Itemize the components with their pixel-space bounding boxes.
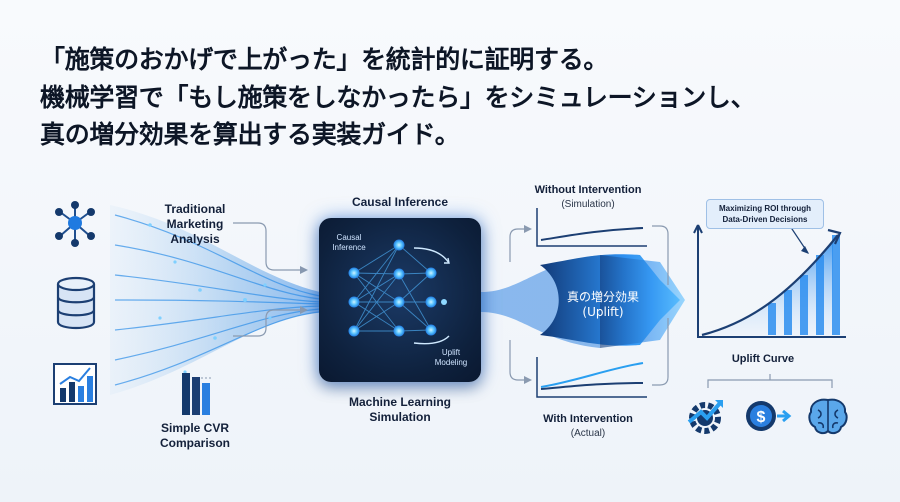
network-icon <box>55 201 95 247</box>
bracket-connector <box>707 374 833 388</box>
title-line-1: 「施策のおかげで上がった」を統計的に証明する。 <box>40 45 609 74</box>
bar-chart-icon <box>53 363 97 405</box>
causal-inference-heading: Causal Inference <box>351 195 449 209</box>
with-intervention-label: With Intervention <box>543 413 633 425</box>
simple-cvr-icon <box>182 373 212 415</box>
without-intervention-chart <box>536 208 647 247</box>
title-line-3: 真の増分効果を算出する実装ガイド。 <box>40 120 460 149</box>
gear-growth-icon <box>687 400 723 434</box>
database-icon <box>56 276 96 330</box>
title-line-2: 機械学習で「もし施策をしなかったら」をシミュレーションし、 <box>40 83 756 112</box>
brain-icon <box>808 398 848 435</box>
with-intervention-chart <box>536 357 647 398</box>
uplift-curve-chart <box>693 219 846 338</box>
dollar-cycle-icon: $ <box>746 401 792 431</box>
uplift-curve-label: Uplift Curve <box>731 353 795 365</box>
uplift-result-label: 真の増分効果(Uplift) <box>566 290 639 319</box>
neural-network-graph <box>348 239 450 345</box>
without-intervention-sub: (Simulation) <box>561 199 615 210</box>
without-intervention-label: Without Intervention <box>534 184 642 196</box>
svg-text:$: $ <box>757 409 766 426</box>
roi-callout: Maximizing ROI through Data-Driven Decis… <box>706 199 824 229</box>
with-intervention-sub: (Actual) <box>570 428 606 439</box>
